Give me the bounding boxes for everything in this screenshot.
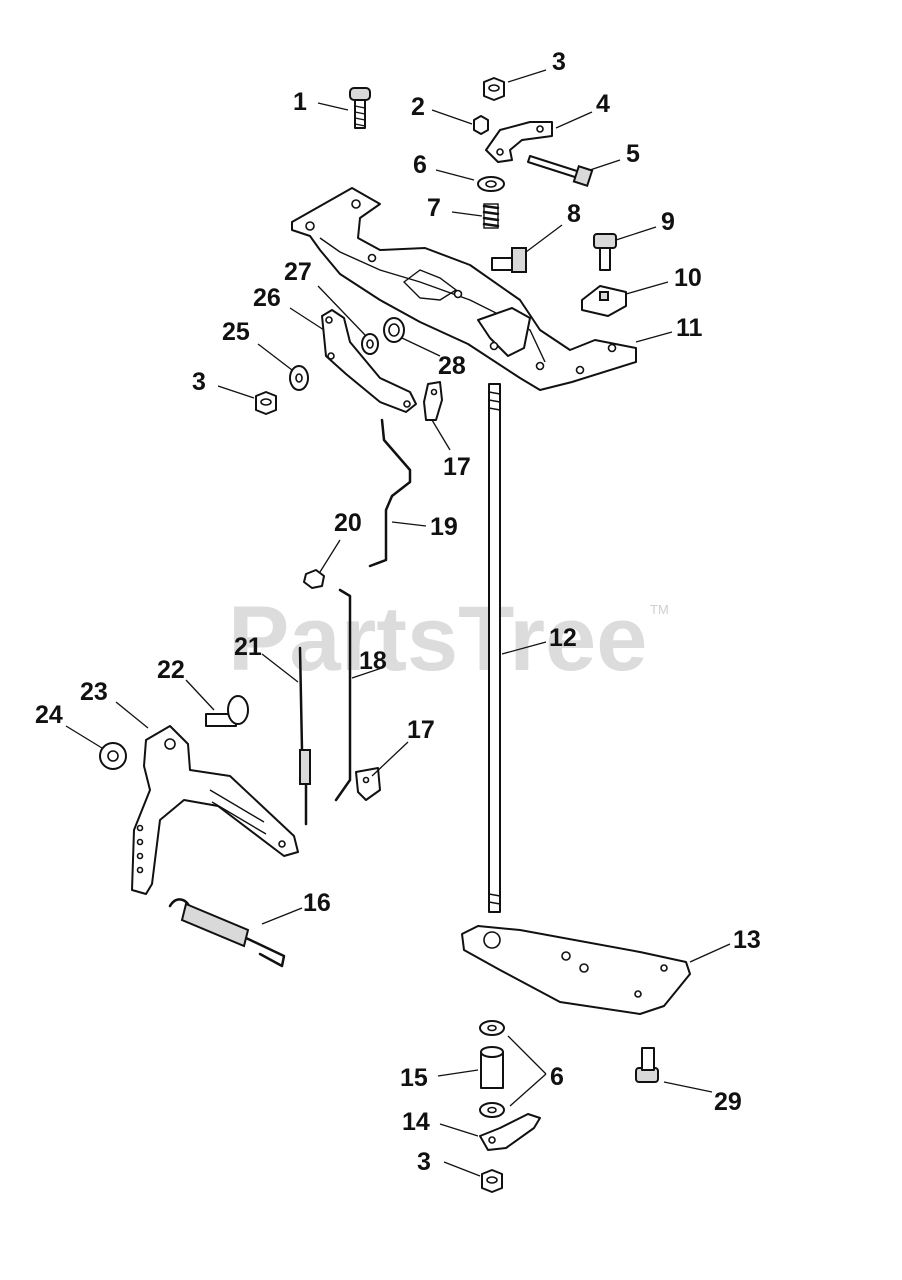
callout-20: 20 bbox=[334, 509, 362, 537]
part-21-rod[interactable] bbox=[298, 646, 311, 826]
part-29-bolt[interactable] bbox=[635, 1047, 659, 1083]
part-10-clip[interactable] bbox=[581, 285, 627, 317]
callout-6-lower: 6 bbox=[550, 1063, 564, 1091]
part-5-bolt[interactable] bbox=[527, 155, 594, 188]
callout-28: 28 bbox=[438, 352, 466, 380]
callout-5: 5 bbox=[626, 140, 640, 168]
watermark-trademark: TM bbox=[650, 602, 669, 617]
part-27-bushing[interactable] bbox=[361, 333, 379, 355]
callout-24: 24 bbox=[35, 701, 63, 729]
callout-6-top: 6 bbox=[413, 151, 427, 179]
callout-3-top: 3 bbox=[552, 48, 566, 76]
watermark-text: PartsTree bbox=[228, 588, 647, 690]
part-6-washer-lower[interactable] bbox=[479, 1020, 505, 1118]
part-26-lever[interactable] bbox=[321, 309, 417, 413]
callout-23: 23 bbox=[80, 678, 108, 706]
part-16-spring[interactable] bbox=[168, 898, 286, 968]
callout-29: 29 bbox=[714, 1088, 742, 1116]
callout-2: 2 bbox=[411, 93, 425, 121]
callout-8: 8 bbox=[567, 200, 581, 228]
callout-10: 10 bbox=[674, 264, 702, 292]
callout-17-lower: 17 bbox=[407, 716, 435, 744]
callout-27: 27 bbox=[284, 258, 312, 286]
part-9-bolt[interactable] bbox=[593, 233, 617, 271]
callout-9: 9 bbox=[661, 208, 675, 236]
part-11-bracket[interactable] bbox=[291, 187, 637, 391]
callout-16: 16 bbox=[303, 889, 331, 917]
part-23-lever-bracket[interactable] bbox=[131, 725, 299, 895]
callout-22: 22 bbox=[157, 656, 185, 684]
callout-19: 19 bbox=[430, 513, 458, 541]
part-8-bolt[interactable] bbox=[491, 247, 527, 273]
callout-14: 14 bbox=[402, 1108, 430, 1136]
part-19-rod[interactable] bbox=[368, 418, 412, 568]
part-14-lever[interactable] bbox=[479, 1113, 541, 1151]
callout-25: 25 bbox=[222, 318, 250, 346]
callout-13: 13 bbox=[733, 926, 761, 954]
part-17-clip-lower[interactable] bbox=[355, 767, 381, 801]
part-20-bolt[interactable] bbox=[303, 569, 325, 589]
part-12-shaft[interactable] bbox=[488, 383, 501, 913]
callout-1: 1 bbox=[293, 88, 307, 116]
part-6-washer-top[interactable] bbox=[477, 176, 505, 192]
callout-18: 18 bbox=[359, 647, 387, 675]
part-1-screw[interactable] bbox=[349, 87, 371, 129]
part-18-rod[interactable] bbox=[334, 588, 352, 802]
callout-11: 11 bbox=[676, 314, 703, 342]
callout-15: 15 bbox=[400, 1064, 428, 1092]
leader-lines bbox=[65, 69, 731, 1177]
callout-3-bottom: 3 bbox=[417, 1148, 431, 1176]
part-3-nut-bottom[interactable] bbox=[481, 1169, 503, 1193]
part-3-nut-middle[interactable] bbox=[255, 391, 277, 415]
part-2-nut[interactable] bbox=[473, 115, 489, 135]
part-15-bushing[interactable] bbox=[480, 1046, 504, 1089]
part-3-nut-top[interactable] bbox=[483, 77, 505, 101]
part-17-clip-upper[interactable] bbox=[423, 381, 443, 421]
callout-12: 12 bbox=[549, 624, 577, 652]
part-7-spring[interactable] bbox=[482, 203, 500, 229]
callout-7: 7 bbox=[427, 194, 441, 222]
callout-17-upper: 17 bbox=[443, 453, 471, 481]
part-28-washer[interactable] bbox=[383, 317, 405, 343]
callout-4: 4 bbox=[596, 90, 610, 118]
callout-3-middle: 3 bbox=[192, 368, 206, 396]
callout-21: 21 bbox=[234, 633, 262, 661]
part-24-washer[interactable] bbox=[99, 742, 127, 770]
part-4-plate[interactable] bbox=[485, 121, 553, 163]
callout-26: 26 bbox=[253, 284, 281, 312]
part-22-pin[interactable] bbox=[205, 695, 249, 727]
part-25-washer[interactable] bbox=[289, 365, 309, 391]
part-13-plate[interactable] bbox=[461, 925, 691, 1015]
